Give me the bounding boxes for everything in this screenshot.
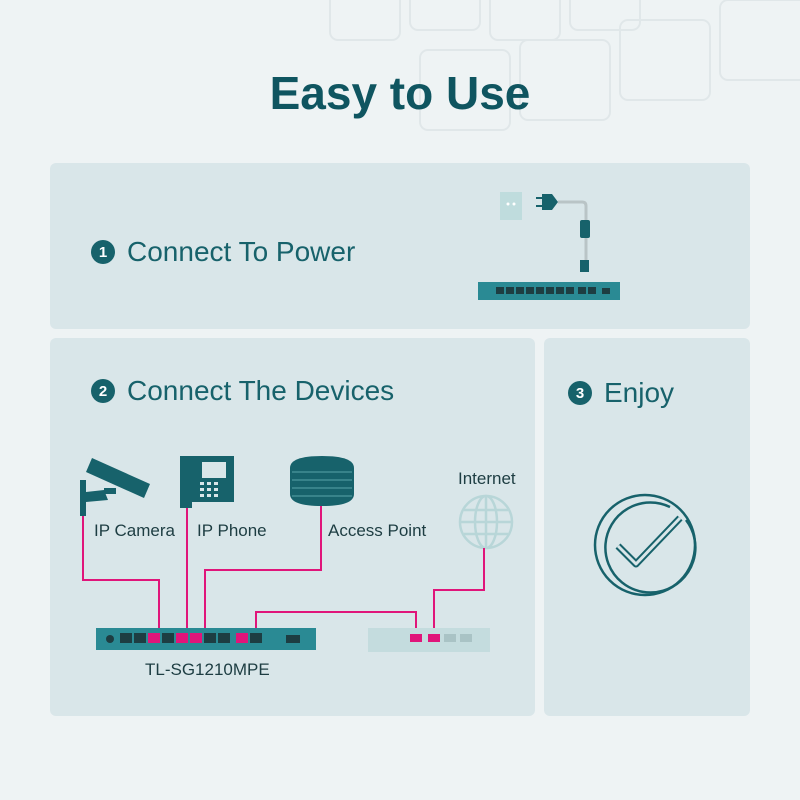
router-port xyxy=(410,634,422,642)
power-illustration xyxy=(478,192,620,300)
step-2: 2 Connect The Devices xyxy=(91,375,394,407)
switch-port xyxy=(134,633,146,643)
ip-phone-icon xyxy=(180,456,234,508)
panel-connect-devices xyxy=(50,338,535,716)
step-1: 1 Connect To Power xyxy=(91,236,355,268)
switch-ports xyxy=(120,633,300,643)
internet-label: Internet xyxy=(458,469,516,488)
access-point-icon xyxy=(290,456,354,506)
step-number: 2 xyxy=(91,379,115,403)
sfp-port xyxy=(286,635,300,643)
switch-port xyxy=(236,633,248,643)
step-number: 3 xyxy=(568,381,592,405)
page-title: Easy to Use xyxy=(269,67,531,119)
switch-port xyxy=(148,633,160,643)
router-port xyxy=(428,634,440,642)
switch-port xyxy=(176,633,188,643)
switch-port xyxy=(162,633,174,643)
step-label: Enjoy xyxy=(604,377,675,408)
keyboard-background xyxy=(329,0,800,131)
access-point-label: Access Point xyxy=(328,521,427,540)
checkmark-circle-icon xyxy=(593,493,697,597)
switch-port xyxy=(120,633,132,643)
outlet-icon xyxy=(500,192,522,220)
router-port xyxy=(460,634,472,642)
switch-port xyxy=(190,633,202,643)
ip-camera-label: IP Camera xyxy=(94,521,175,540)
step-label: Connect To Power xyxy=(127,236,356,267)
step-number: 1 xyxy=(91,240,115,264)
panel-connect-power xyxy=(50,163,750,329)
step-label: Connect The Devices xyxy=(127,375,395,406)
ip-phone-label: IP Phone xyxy=(197,521,267,540)
step-3: 3 Enjoy xyxy=(568,377,674,409)
router-port xyxy=(444,634,456,642)
switch-port xyxy=(204,633,216,643)
switch-port xyxy=(218,633,230,643)
switch-port xyxy=(250,633,262,643)
plug-icon xyxy=(536,194,558,210)
globe-icon xyxy=(458,494,514,550)
devices-diagram xyxy=(80,456,514,652)
switch-model-label: TL-SG1210MPE xyxy=(145,660,270,679)
router-ports xyxy=(410,634,472,642)
ip-camera-icon xyxy=(80,458,150,516)
